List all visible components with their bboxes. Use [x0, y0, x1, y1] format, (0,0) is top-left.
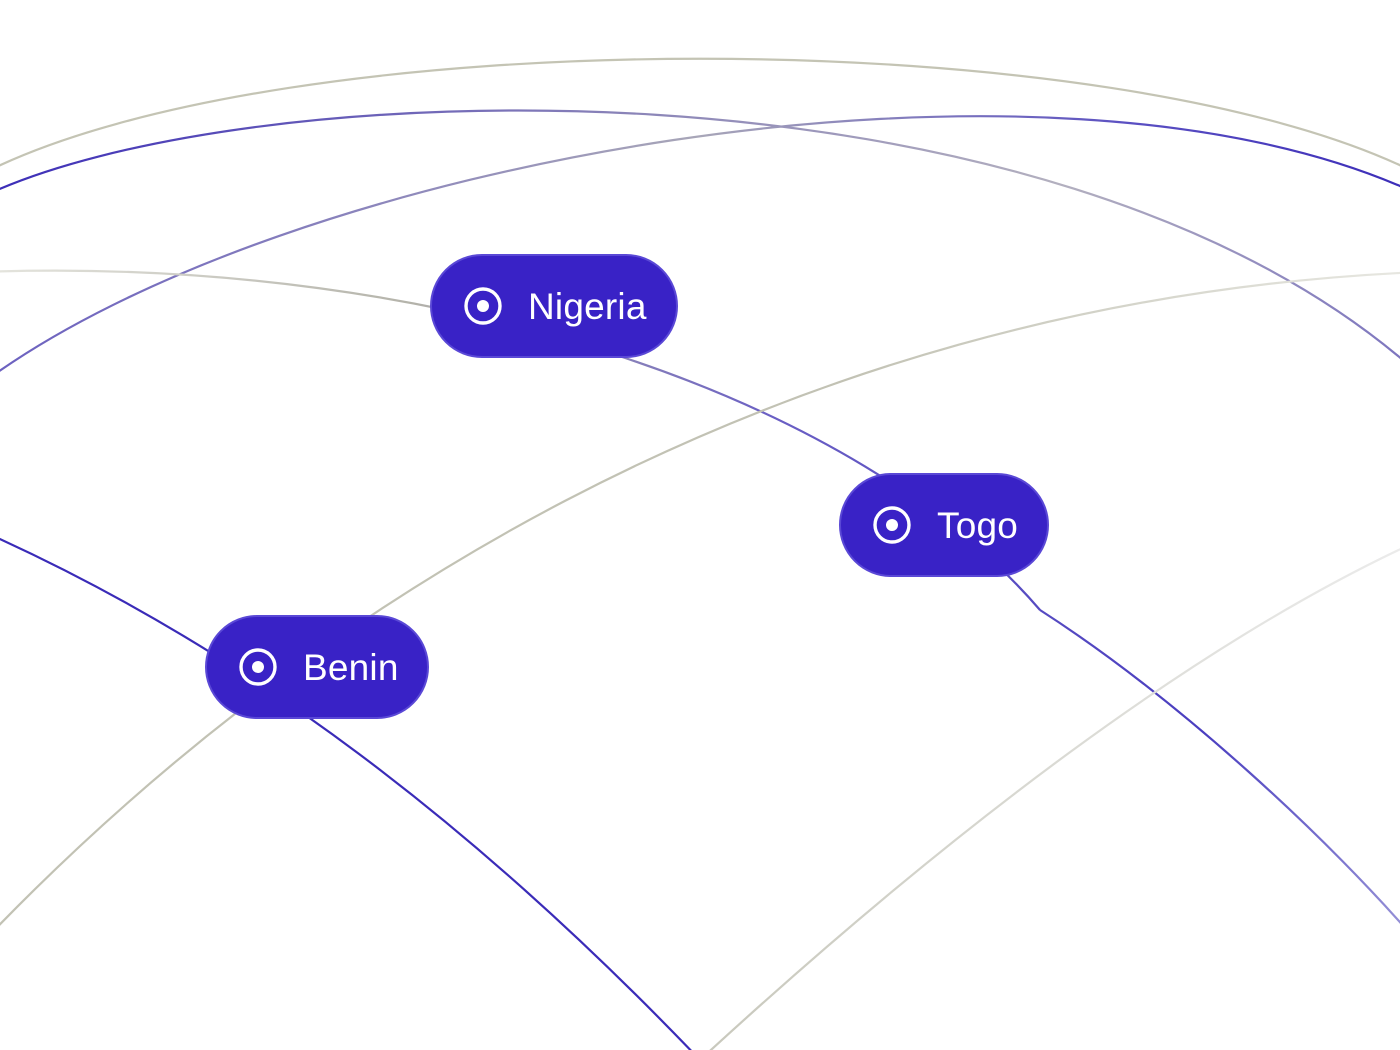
location-target-icon: [871, 504, 913, 546]
route-arc: [709, 548, 1400, 1050]
route-arc: [0, 271, 1400, 926]
route-arc: [0, 57, 1400, 167]
route-arc: [0, 109, 1400, 360]
location-marker-nigeria[interactable]: Nigeria: [430, 254, 678, 358]
location-label: Nigeria: [528, 285, 647, 327]
location-label: Togo: [937, 504, 1019, 546]
route-arc: [0, 115, 1400, 373]
location-target-icon: [462, 285, 504, 327]
location-label: Benin: [303, 646, 399, 688]
location-marker-benin[interactable]: Benin: [205, 615, 429, 719]
location-target-icon: [237, 646, 279, 688]
location-marker-togo[interactable]: Togo: [839, 473, 1049, 577]
route-arc: [0, 269, 1400, 924]
route-arc: [0, 537, 692, 1050]
